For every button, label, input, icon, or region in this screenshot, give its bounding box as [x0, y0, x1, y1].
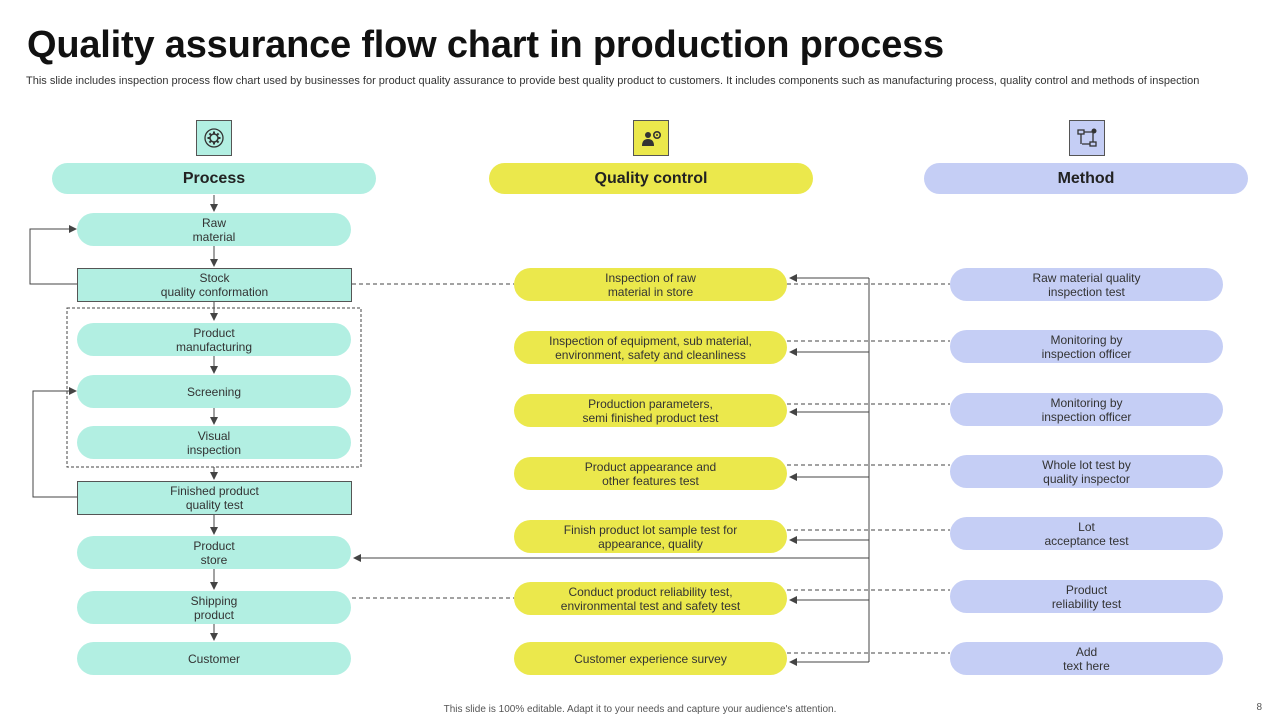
process-step-shipping: Shipping product [77, 591, 351, 624]
method-step-4: Whole lot test by quality inspector [950, 455, 1223, 488]
method-step-3: Monitoring by inspection officer [950, 393, 1223, 426]
quality-step-1: Inspection of raw material in store [514, 268, 787, 301]
quality-step-5: Finish product lot sample test for appea… [514, 520, 787, 553]
quality-step-6: Conduct product reliability test, enviro… [514, 582, 787, 615]
quality-step-7: Customer experience survey [514, 642, 787, 675]
header-process: Process [52, 163, 376, 194]
method-step-6: Product reliability test [950, 580, 1223, 613]
quality-step-2: Inspection of equipment, sub material, e… [514, 331, 787, 364]
process-step-screening: Screening [77, 375, 351, 408]
flow-settings-icon [1069, 120, 1105, 156]
process-step-product-store: Product store [77, 536, 351, 569]
header-method: Method [924, 163, 1248, 194]
footer-note: This slide is 100% editable. Adapt it to… [443, 704, 837, 715]
worker-gear-icon [633, 120, 669, 156]
process-step-raw-material: Raw material [77, 213, 351, 246]
quality-step-4: Product appearance and other features te… [514, 457, 787, 490]
header-quality-control: Quality control [489, 163, 813, 194]
quality-step-3: Production parameters, semi finished pro… [514, 394, 787, 427]
method-step-7: Add text here [950, 642, 1223, 675]
method-step-2: Monitoring by inspection officer [950, 330, 1223, 363]
process-step-finished-product: Finished product quality test [77, 481, 352, 515]
page-title: Quality assurance flow chart in producti… [27, 24, 944, 66]
method-step-1: Raw material quality inspection test [950, 268, 1223, 301]
process-step-customer: Customer [77, 642, 351, 675]
process-step-stock-quality: Stock quality conformation [77, 268, 352, 302]
process-step-visual-inspection: Visual inspection [77, 426, 351, 459]
process-step-manufacturing: Product manufacturing [77, 323, 351, 356]
page-number: 8 [1256, 702, 1262, 713]
page-subtitle: This slide includes inspection process f… [26, 75, 1200, 87]
method-step-5: Lot acceptance test [950, 517, 1223, 550]
gear-cycle-icon [196, 120, 232, 156]
